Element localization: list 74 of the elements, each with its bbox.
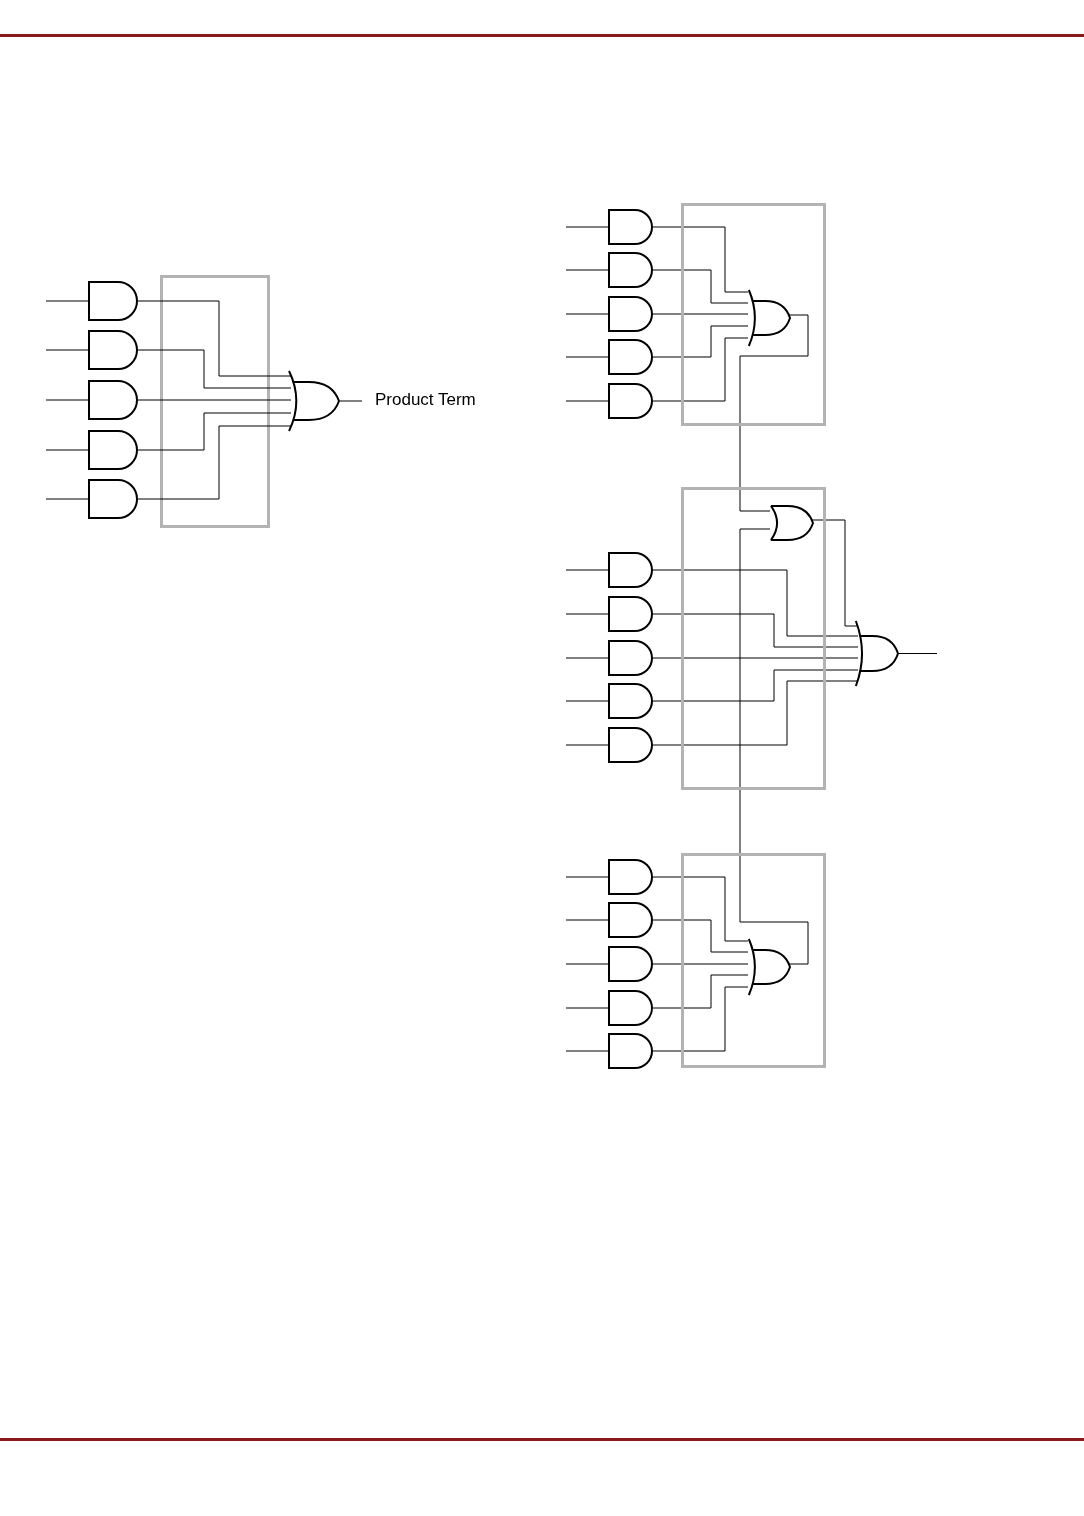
and-gate-symbol	[608, 683, 653, 719]
wire	[137, 412, 292, 451]
wire	[652, 325, 749, 358]
wire	[565, 613, 609, 615]
module-box	[681, 487, 826, 790]
and-gate-symbol	[88, 479, 138, 519]
wire	[565, 1007, 609, 1009]
wire	[137, 349, 292, 389]
wire	[652, 974, 749, 1009]
wire	[45, 399, 89, 401]
wire	[898, 653, 938, 654]
and-gate-symbol	[608, 640, 653, 676]
wire	[137, 300, 292, 377]
and-gate-symbol	[608, 209, 653, 245]
wire	[565, 744, 609, 746]
wire	[45, 449, 89, 451]
output-label: Product Term	[375, 390, 476, 410]
wire	[565, 269, 609, 271]
or-gate-symbol	[748, 290, 791, 346]
wire	[565, 1050, 609, 1052]
and-gate-symbol	[88, 330, 138, 370]
wire	[652, 963, 749, 965]
wire	[565, 400, 609, 402]
wire	[565, 356, 609, 358]
and-gate-symbol	[608, 902, 653, 938]
and-gate-symbol	[88, 430, 138, 470]
or-gate-symbol	[748, 939, 791, 995]
wire	[565, 919, 609, 921]
wire	[137, 399, 292, 401]
wire	[810, 519, 859, 627]
wire	[565, 226, 609, 228]
wire	[652, 313, 749, 315]
and-gate-symbol	[608, 552, 653, 588]
wire	[652, 226, 749, 293]
and-gate-symbol	[608, 727, 653, 763]
and-gate-symbol	[608, 383, 653, 419]
module-box	[681, 853, 826, 1068]
wire	[339, 400, 363, 402]
wire	[45, 349, 89, 351]
or-gate-symbol	[770, 505, 814, 541]
wire	[45, 498, 89, 500]
or-gate-symbol	[288, 371, 340, 431]
and-gate-symbol	[608, 296, 653, 332]
wire	[652, 876, 749, 942]
wire	[652, 680, 859, 746]
wire	[652, 269, 749, 304]
wire	[739, 528, 809, 965]
and-gate-symbol	[608, 946, 653, 982]
wire	[565, 569, 609, 571]
and-gate-symbol	[608, 596, 653, 632]
wire	[565, 313, 609, 315]
and-gate-symbol	[608, 252, 653, 288]
and-gate-symbol	[88, 281, 138, 321]
and-gate-symbol	[608, 1033, 653, 1069]
or-gate-symbol	[855, 621, 899, 686]
wire	[652, 986, 749, 1052]
wire	[652, 657, 859, 659]
wire	[652, 613, 859, 648]
wire	[739, 314, 809, 512]
wire	[652, 669, 859, 702]
wire	[652, 337, 749, 402]
wire	[652, 569, 859, 637]
module-box	[681, 203, 826, 426]
wire	[45, 300, 89, 302]
wire	[565, 876, 609, 878]
and-gate-symbol	[608, 339, 653, 375]
wire	[565, 963, 609, 965]
wire	[565, 657, 609, 659]
wire	[137, 425, 292, 500]
and-gate-symbol	[608, 990, 653, 1026]
wire	[652, 919, 749, 953]
and-gate-symbol	[608, 859, 653, 895]
and-gate-symbol	[88, 380, 138, 420]
wire	[565, 700, 609, 702]
